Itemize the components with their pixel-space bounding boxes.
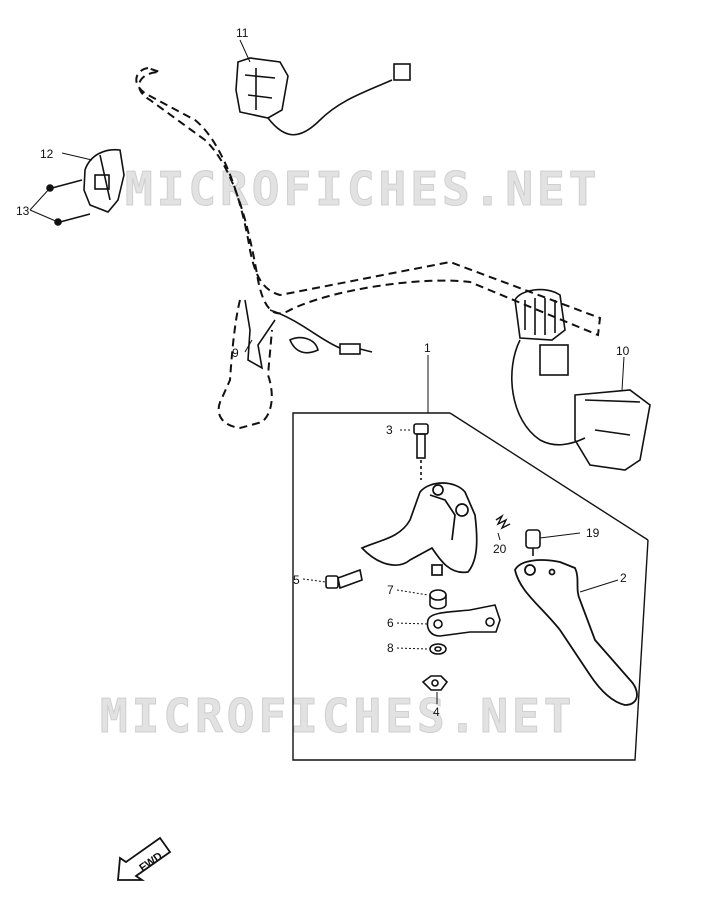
callout-5: 5 (293, 573, 300, 587)
fwd-arrow-icon (117, 836, 172, 881)
callout-20: 20 (493, 542, 507, 556)
callout-2: 2 (620, 571, 627, 585)
callout-9: 9 (232, 346, 239, 360)
callout-3: 3 (386, 423, 393, 437)
callout-6: 6 (387, 616, 394, 630)
part-10-switch-assembly (511, 288, 651, 471)
leader-lines (29, 39, 625, 704)
lever-bracket (360, 482, 478, 576)
callout-7: 7 (387, 583, 394, 597)
callout-10: 10 (616, 344, 630, 358)
part-12-switch-housing (83, 148, 125, 213)
part-20-spring (495, 513, 511, 530)
part-11-switch (235, 57, 411, 136)
callout-8: 8 (387, 641, 394, 655)
callout-13: 13 (16, 204, 30, 218)
fwd-arrow: FWD (117, 836, 172, 881)
assembly-box (292, 412, 649, 761)
callout-12: 12 (40, 147, 54, 161)
part-19-pin (525, 529, 541, 556)
part-5-screw (325, 568, 363, 590)
watermark-bottom: MICROFICHES.NET (100, 689, 575, 743)
part-8-washer (429, 643, 447, 655)
callout-11: 11 (236, 26, 249, 40)
part-13-screws (46, 179, 91, 226)
watermark-top: MICROFICHES.NET (125, 162, 600, 216)
handlebar-outline (135, 66, 602, 430)
part-3-bolt (413, 423, 429, 480)
part-9-clutch-switch (244, 299, 373, 370)
callout-19: 19 (586, 526, 600, 540)
part-7-collar (429, 589, 447, 610)
callout-4: 4 (433, 705, 440, 719)
part-2-lever (514, 559, 638, 706)
part-4-nut (421, 675, 449, 691)
part-6-plate (426, 604, 501, 637)
callout-1: 1 (424, 341, 431, 355)
